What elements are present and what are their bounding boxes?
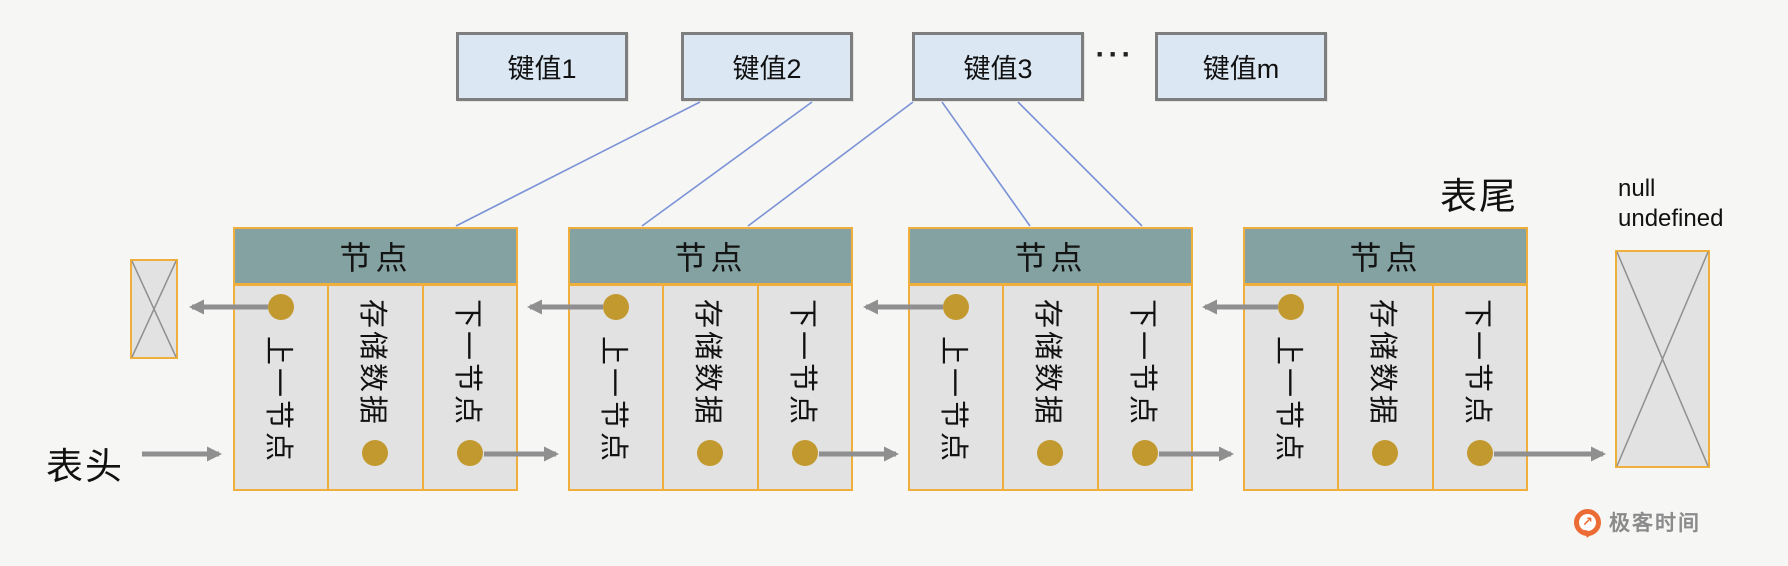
key2-to-node2-line — [641, 101, 813, 227]
node-4-prev-cell: 上一节点 — [1245, 286, 1338, 489]
list-head-label: 表头 — [46, 446, 124, 487]
key2-to-node1-line — [455, 101, 701, 227]
node-1: 节点 上一节点 存储数据 下一节点 — [233, 227, 518, 491]
node-2-header: 节点 — [568, 227, 853, 285]
data-cell-label: 存储数据 — [1366, 299, 1399, 428]
node-2-data-cell: 存储数据 — [662, 286, 757, 489]
node-4-header: 节点 — [1243, 227, 1528, 285]
next-pointer-dot — [456, 440, 483, 466]
geektime-logo-text: 极客时间 — [1609, 512, 1701, 535]
key-value-box-3: 键值3 — [912, 32, 1084, 101]
data-cell-label: 存储数据 — [1031, 299, 1064, 428]
null-label-line2: undefined — [1618, 205, 1724, 232]
next-pointer-dot — [791, 440, 818, 466]
next-cell-label: 下一节点 — [1460, 299, 1493, 428]
node-3: 节点 上一节点 存储数据 下一节点 — [908, 227, 1193, 491]
data-cell-label: 存储数据 — [356, 299, 389, 428]
prev-pointer-dot — [1278, 294, 1305, 320]
node-3-header: 节点 — [908, 227, 1193, 285]
prev-cell-label: 上一节点 — [597, 335, 630, 464]
node-4: 节点 上一节点 存储数据 下一节点 — [1243, 227, 1528, 491]
node-2-body: 上一节点 存储数据 下一节点 — [568, 284, 853, 491]
data-cell-label: 存储数据 — [691, 299, 724, 428]
null-label-line1: null — [1618, 175, 1656, 202]
next-cell-label: 下一节点 — [450, 299, 483, 428]
node-4-body: 上一节点 存储数据 下一节点 — [1243, 284, 1528, 491]
node-2-prev-cell: 上一节点 — [570, 286, 663, 489]
data-pointer-dot — [362, 440, 389, 466]
node-1-data-cell: 存储数据 — [327, 286, 422, 489]
node-4-next-cell: 下一节点 — [1431, 286, 1526, 489]
prev-cell-label: 上一节点 — [937, 335, 970, 464]
null-undefined-label: null undefined — [1618, 174, 1723, 234]
node-1-prev-cell: 上一节点 — [235, 286, 328, 489]
right-null-box — [1615, 250, 1710, 468]
key-value-box-1: 键值1 — [456, 32, 628, 101]
data-pointer-dot — [1037, 440, 1064, 466]
key-value-box-m: 键值m — [1155, 32, 1327, 101]
node-2: 节点 上一节点 存储数据 下一节点 — [568, 227, 853, 491]
key3-to-node3-line — [941, 101, 1031, 227]
node-1-header: 节点 — [233, 227, 518, 285]
next-cell-label: 下一节点 — [1125, 299, 1158, 428]
prev-pointer-dot — [268, 294, 295, 320]
node-2-next-cell: 下一节点 — [756, 286, 851, 489]
key-row-ellipsis: ··· — [1095, 38, 1135, 71]
next-pointer-dot — [1466, 440, 1493, 466]
key-value-box-2: 键值2 — [681, 32, 853, 101]
key-to-node-lines — [455, 101, 1143, 227]
next-pointer-dot — [1131, 440, 1158, 466]
prev-cell-label: 上一节点 — [262, 335, 295, 464]
next-cell-label: 下一节点 — [785, 299, 818, 428]
node-3-body: 上一节点 存储数据 下一节点 — [908, 284, 1193, 491]
node-3-next-cell: 下一节点 — [1096, 286, 1191, 489]
prev-pointer-dot — [603, 294, 630, 320]
node-1-body: 上一节点 存储数据 下一节点 — [233, 284, 518, 491]
node-1-next-cell: 下一节点 — [421, 286, 516, 489]
node-3-data-cell: 存储数据 — [1002, 286, 1097, 489]
key3-to-node2-line — [747, 101, 914, 227]
list-tail-label: 表尾 — [1440, 176, 1518, 217]
data-pointer-dot — [697, 440, 724, 466]
prev-pointer-dot — [943, 294, 970, 320]
data-pointer-dot — [1372, 440, 1399, 466]
prev-cell-label: 上一节点 — [1272, 335, 1305, 464]
key3-to-node3-right-line — [1017, 101, 1143, 227]
node-4-data-cell: 存储数据 — [1337, 286, 1432, 489]
geektime-logo: ↗ 极客时间 — [1574, 507, 1701, 537]
node-3-prev-cell: 上一节点 — [910, 286, 1003, 489]
left-null-box — [130, 259, 178, 359]
geektime-logo-icon: ↗ — [1574, 508, 1601, 536]
